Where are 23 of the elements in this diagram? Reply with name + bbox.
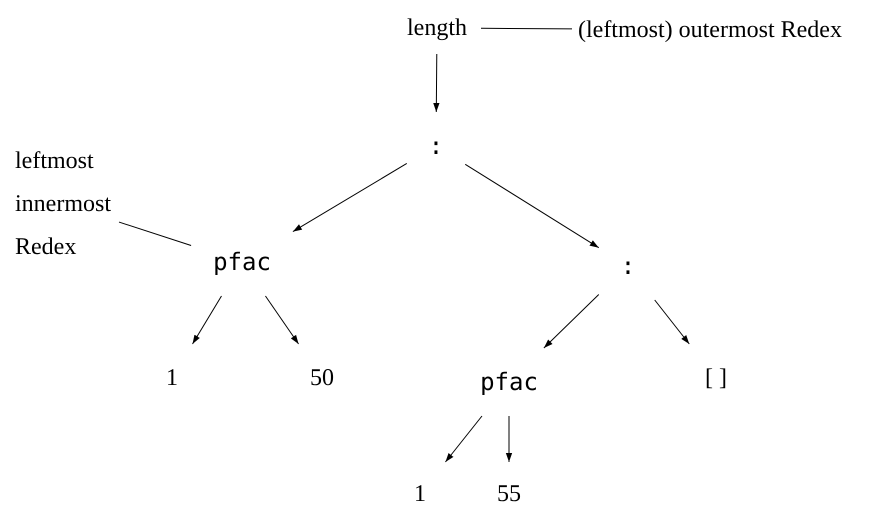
tree-node-label: : [428,132,444,160]
leader-line [480,28,572,30]
arrow [464,164,600,248]
tree-node-label: 1 [414,481,426,506]
annotation-text: (leftmost) outermost Redex [578,17,842,43]
arrow [444,416,482,462]
tree-node-label: 1 [166,365,178,391]
arrow [543,294,600,348]
arrow [654,300,690,344]
arrow [264,296,300,344]
arrow [506,416,512,462]
tree-node-label: : [620,252,636,280]
annotation-text: leftmost innermost Redex [15,148,111,260]
tree-node-label: 50 [310,365,334,391]
arrow [433,54,440,112]
arrow [192,296,222,344]
tree-node-label: [ ] [705,365,727,391]
tree-node-label: length [407,15,467,41]
leader-line [118,222,192,246]
arrow [292,162,408,232]
tree-node-label: 55 [497,481,521,506]
tree-node-label: pfac [213,248,271,276]
tree-node-label: pfac [480,368,538,396]
